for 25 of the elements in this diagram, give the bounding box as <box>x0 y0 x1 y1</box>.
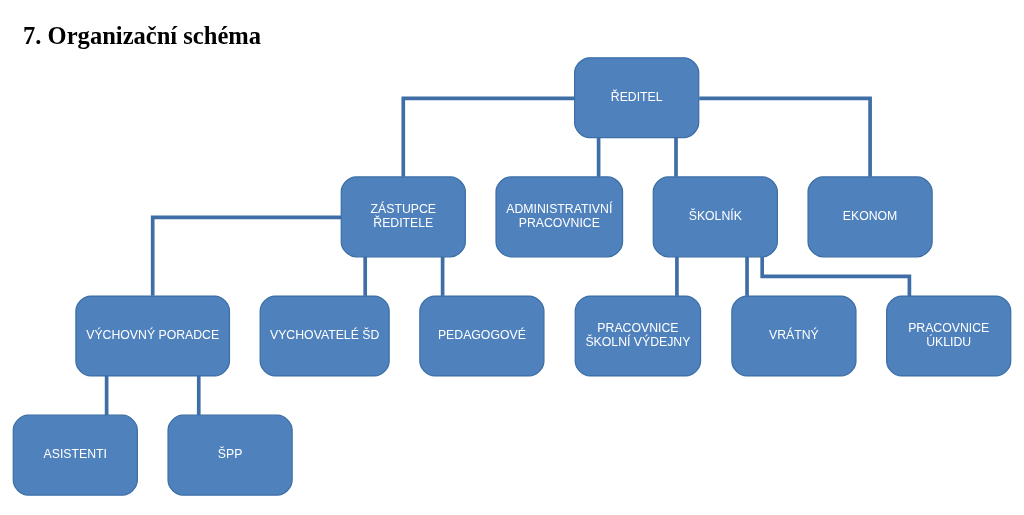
connector <box>401 95 575 177</box>
node-box: ASISTENTI <box>12 414 138 496</box>
connector <box>674 137 678 177</box>
node-box: VÝCHOVNÝ PORADCE <box>75 294 231 377</box>
node-box: VRÁTNÝ <box>731 294 857 377</box>
node-box: PRACOVNICE ÚKLIDU <box>886 294 1012 377</box>
node-box: ŘEDITEL <box>574 56 700 138</box>
connector <box>104 375 109 415</box>
node-box: PEDAGOGOVÉ <box>419 294 545 377</box>
node-box: ZÁSTUPCE ŘEDITELE <box>340 175 466 257</box>
node-box: ŠPP <box>167 414 293 496</box>
connector <box>699 95 872 177</box>
connector <box>150 215 341 296</box>
diagram-title: 7. Organizační schéma <box>23 21 262 49</box>
connector <box>440 256 445 296</box>
connector <box>745 256 749 296</box>
connector <box>196 375 201 415</box>
node-box: PRACOVNICE ŠKOLNÍ VÝDEJNY <box>574 294 702 377</box>
connector <box>363 256 368 296</box>
connector <box>675 256 679 296</box>
node-box: ŠKOLNÍK <box>652 175 778 257</box>
node-box: VYCHOVATELÉ ŠD <box>259 294 390 377</box>
node-box: EKONOM <box>807 175 933 257</box>
connector <box>596 137 601 177</box>
node-box: ADMINISTRATIVNÍ PRACOVNICE <box>495 175 624 257</box>
